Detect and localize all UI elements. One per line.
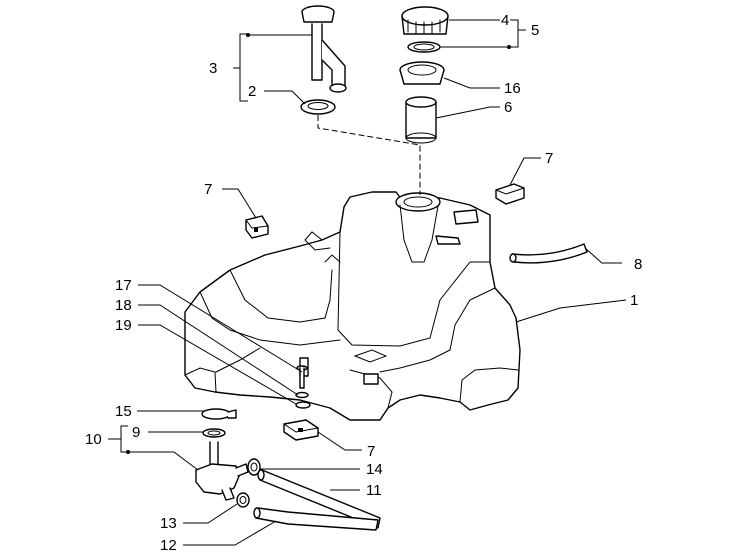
callout-3: 3 [209,60,217,77]
callout-7-top-left: 7 [204,181,212,198]
rubber-pad-bottom [283,419,319,441]
callout-19: 19 [115,317,132,334]
filler-neck-ring [399,61,445,85]
hose-clamp-13 [236,492,250,508]
callout-7-top-right: 7 [545,150,553,167]
callout-2: 2 [248,83,256,100]
callout-16: 16 [504,80,521,97]
callout-6: 6 [504,99,512,116]
callout-17: 17 [115,277,132,294]
callout-18: 18 [115,297,132,314]
vacuum-hose-12 [253,507,379,531]
callout-4: 4 [501,12,509,29]
callout-1: 1 [630,292,638,309]
callout-5: 5 [531,22,539,39]
washers [295,391,311,409]
callout-9: 9 [132,424,140,441]
clamp-15 [201,408,237,420]
callout-14: 14 [366,461,383,478]
sender-gasket [300,99,336,115]
callout-11: 11 [366,482,382,499]
callout-15: 15 [115,403,132,420]
fuel-cap [401,6,449,35]
callout-7-bottom: 7 [367,443,375,460]
fuel-level-sender [301,5,347,93]
fuel-hose-11 [257,469,381,529]
callout-13: 13 [160,515,177,532]
gasket-9 [202,428,226,438]
callout-8: 8 [634,256,642,273]
fuel-tank [184,191,521,421]
fuel-tap [195,441,249,501]
vent-hose [509,243,588,264]
callout-10: 10 [85,431,102,448]
mounting-screw [296,365,308,389]
callout-labels: 1 2 3 4 5 6 7 7 7 8 9 10 11 12 13 14 15 … [85,12,642,551]
callout-12: 12 [160,537,177,551]
leader-lines [108,19,627,546]
filler-strainer [405,96,437,144]
rubber-pad-top-left [245,215,269,239]
rubber-pad-top-right [495,183,525,205]
hose-clamp-14 [247,458,261,476]
cap-seal [407,41,441,53]
